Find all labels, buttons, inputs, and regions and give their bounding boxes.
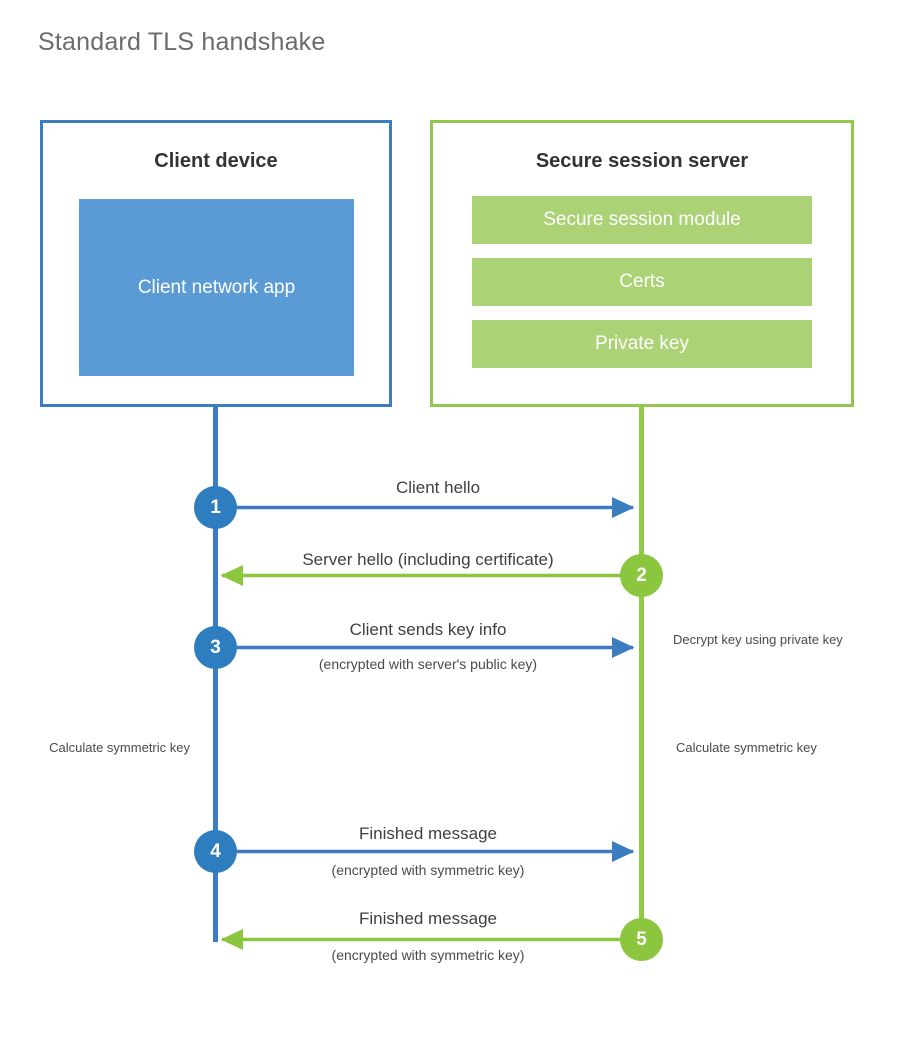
step-marker-4[interactable]: 4 — [194, 830, 237, 873]
message-label-5: Finished message — [359, 909, 497, 928]
message-sublabel-5: (encrypted with symmetric key) — [331, 947, 525, 963]
secure-session-server-title: Secure session server — [535, 150, 749, 172]
client-network-app-block: Client network app — [79, 199, 354, 376]
step-marker-5[interactable]: 5 — [620, 918, 663, 961]
client-lifeline — [213, 404, 218, 942]
annotation-client-calculate-symmetric-key: Calculate symmetric key — [49, 740, 190, 755]
message-label-2: Server hello (including certificate) — [302, 550, 554, 569]
secure-session-server-panel: Secure session server Secure session mod… — [430, 120, 854, 407]
server-lifeline — [639, 404, 644, 942]
server-component-secure-session-module: Secure session module — [472, 196, 812, 244]
server-components-list: Secure session module Certs Private key — [472, 196, 812, 368]
annotation-decrypt-key: Decrypt key using private key — [673, 632, 843, 647]
annotation-server-calculate-symmetric-key: Calculate symmetric key — [676, 740, 817, 755]
message-label-1: Client hello — [395, 478, 481, 497]
message-label-3: Client sends key info — [349, 620, 507, 639]
message-sublabel-4: (encrypted with symmetric key) — [331, 862, 525, 878]
step-marker-2[interactable]: 2 — [620, 554, 663, 597]
step-marker-1[interactable]: 1 — [194, 486, 237, 529]
message-label-4: Finished message — [359, 824, 497, 843]
client-device-title: Client device — [154, 150, 278, 172]
client-device-panel: Client device Client network app — [40, 120, 392, 407]
server-component-certs: Certs — [472, 258, 812, 306]
message-sublabel-3: (encrypted with server's public key) — [318, 656, 538, 672]
server-component-private-key: Private key — [472, 320, 812, 368]
step-marker-3[interactable]: 3 — [194, 626, 237, 669]
page-title: Standard TLS handshake — [38, 28, 326, 56]
